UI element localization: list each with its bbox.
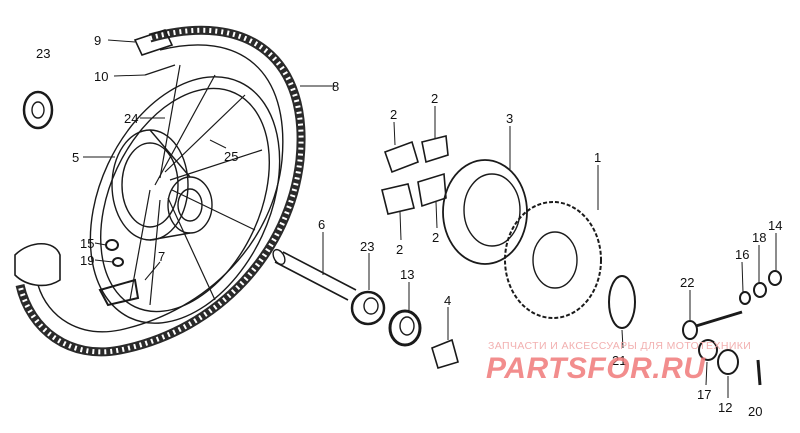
watermark-logo: PARTSFOR.RU bbox=[486, 352, 706, 385]
label-part-9: 9 bbox=[94, 33, 102, 48]
oil-seal-13 bbox=[388, 309, 422, 347]
label-part-23-left: 23 bbox=[36, 46, 51, 61]
label-part-21: 21 bbox=[612, 353, 627, 368]
label-part-1: 1 bbox=[594, 150, 602, 165]
label-part-20: 20 bbox=[748, 404, 763, 419]
collar-4 bbox=[431, 338, 459, 369]
tire-section bbox=[14, 242, 61, 287]
axle-sleeve-6 bbox=[272, 248, 357, 301]
label-part-22: 22 bbox=[680, 275, 695, 290]
lock-plate-21 bbox=[608, 275, 636, 329]
sprocket-1 bbox=[504, 201, 602, 319]
label-part-23: 23 bbox=[360, 239, 375, 254]
hub-5 bbox=[111, 129, 213, 241]
chain-adjuster-22 bbox=[682, 310, 743, 340]
watermark-caption: ЗАПЧАСТИ И АКСЕССУАРЫ ДЛЯ МОТОТЕХНИКИ bbox=[488, 340, 752, 352]
bearing-23 bbox=[350, 290, 386, 326]
dampers-2 bbox=[381, 135, 449, 215]
label-part-3: 3 bbox=[506, 111, 514, 126]
label-part-2-b: 2 bbox=[431, 91, 439, 106]
flange-3 bbox=[442, 159, 528, 265]
label-part-15: 15 bbox=[80, 236, 95, 251]
label-part-7: 7 bbox=[158, 249, 166, 264]
label-part-4: 4 bbox=[444, 293, 452, 308]
leader-lines bbox=[83, 39, 777, 398]
label-part-16: 16 bbox=[735, 247, 750, 262]
label-part-8: 8 bbox=[332, 79, 340, 94]
label-part-18: 18 bbox=[752, 230, 767, 245]
label-part-14: 14 bbox=[768, 218, 783, 233]
hardware-nuts bbox=[698, 270, 782, 386]
tire-8 bbox=[15, 25, 306, 357]
rim-7 bbox=[89, 76, 281, 324]
label-part-24: 24 bbox=[124, 111, 139, 126]
label-part-10: 10 bbox=[94, 69, 109, 84]
label-part-2-a: 2 bbox=[390, 107, 398, 122]
label-part-19: 19 bbox=[80, 253, 95, 268]
label-part-2-c: 2 bbox=[396, 242, 404, 257]
label-part-6: 6 bbox=[318, 217, 326, 232]
spokes bbox=[129, 64, 263, 306]
label-part-17: 17 bbox=[697, 387, 712, 402]
label-part-12: 12 bbox=[718, 400, 733, 415]
label-part-25: 25 bbox=[224, 149, 239, 164]
label-part-5: 5 bbox=[72, 150, 80, 165]
label-part-13: 13 bbox=[400, 267, 415, 282]
valve-stem-9-10 bbox=[133, 29, 176, 76]
bearing-23-left bbox=[22, 90, 54, 130]
label-part-2-d: 2 bbox=[432, 230, 440, 245]
